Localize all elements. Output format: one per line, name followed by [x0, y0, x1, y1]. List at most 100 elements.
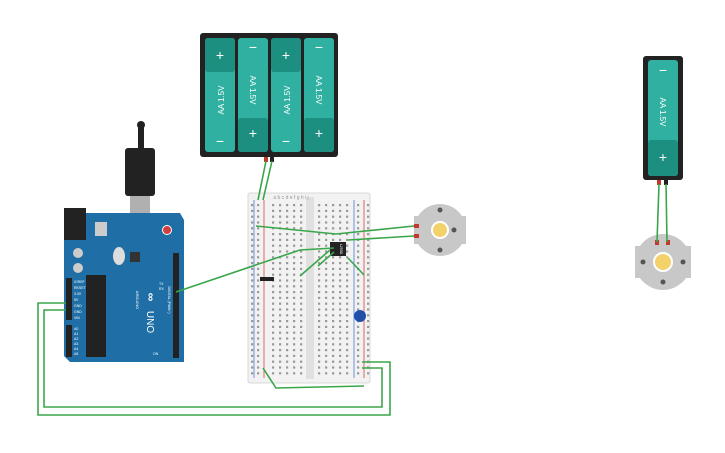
breadboard-hole — [251, 227, 254, 230]
breadboard-hole — [339, 273, 342, 276]
breadboard-hole — [257, 238, 260, 241]
breadboard-hole — [318, 314, 321, 317]
breadboard-hole — [272, 320, 275, 323]
breadboard-hole — [286, 343, 289, 346]
breadboard-hole — [286, 233, 289, 236]
battery-terminal-black[interactable] — [270, 157, 274, 162]
breadboard[interactable]: a b c d e f g h i j L293D — [247, 192, 371, 384]
wire-arduino-5v[interactable] — [37, 302, 391, 416]
breadboard-hole — [357, 308, 360, 311]
wire-breadboard[interactable] — [299, 249, 331, 277]
pin-label-a3: A3 — [74, 342, 78, 346]
pin-label-a1: A1 — [74, 332, 78, 336]
breadboard-hole — [339, 314, 342, 317]
analog-header[interactable] — [66, 325, 72, 357]
breadboard-hole — [293, 349, 296, 352]
breadboard-hole — [332, 360, 335, 363]
wire-breadboard-to-motor[interactable] — [255, 225, 415, 235]
battery-cell-label: AA 1.5V — [658, 98, 667, 128]
breadboard-hole — [293, 291, 296, 294]
breadboard-hole — [339, 360, 342, 363]
power-header[interactable] — [66, 278, 72, 320]
wire-breadboard-bottom[interactable] — [262, 367, 365, 389]
digital-header[interactable] — [173, 253, 179, 358]
wires[interactable] — [37, 160, 668, 416]
crystal — [113, 247, 125, 265]
battery-pack-4aa[interactable]: + − AA 1.5V − + AA 1.5V + − AA 1.5V − + … — [200, 33, 338, 162]
breadboard-hole — [286, 331, 289, 334]
breadboard-hole — [367, 250, 370, 253]
breadboard-hole — [300, 331, 303, 334]
breadboard-hole — [357, 360, 360, 363]
breadboard-hole — [357, 372, 360, 375]
breadboard-hole — [367, 285, 370, 288]
breadboard-hole — [279, 221, 282, 224]
breadboard-hole — [251, 204, 254, 207]
wire-battery-to-motor2[interactable] — [656, 183, 660, 243]
breadboard-hole — [279, 360, 282, 363]
breadboard-hole — [318, 221, 321, 224]
breadboard-hole — [325, 233, 328, 236]
breadboard-hole — [318, 244, 321, 247]
breadboard-hole — [332, 314, 335, 317]
motor-terminal-red[interactable] — [414, 234, 419, 238]
breadboard-hole — [300, 204, 303, 207]
breadboard-hole — [286, 337, 289, 340]
breadboard-hole — [367, 273, 370, 276]
breadboard-hole — [272, 204, 275, 207]
breadboard-hole — [367, 291, 370, 294]
battery-terminal-red[interactable] — [657, 180, 661, 185]
reset-button[interactable] — [162, 225, 172, 235]
breadboard-hole — [286, 366, 289, 369]
arduino-uno[interactable]: ∞ UNO ARDUINO DIGITAL (PWM~) TX RX ON IO… — [64, 121, 184, 362]
motor-terminal-red[interactable] — [666, 240, 670, 245]
battery-terminal-black[interactable] — [664, 180, 668, 185]
battery-single-aa[interactable]: − + AA 1.5V — [643, 56, 683, 185]
battery-plus-label: + — [315, 125, 323, 141]
wire-breadboard[interactable] — [347, 257, 365, 276]
breadboard-hole — [251, 325, 254, 328]
breadboard-hole — [279, 215, 282, 218]
wire-battery-to-breadboard[interactable] — [262, 160, 273, 201]
breadboard-hole — [272, 360, 275, 363]
breadboard-hole — [346, 256, 349, 259]
breadboard-hole — [279, 349, 282, 352]
breadboard-hole — [357, 244, 360, 247]
breadboard-hole — [318, 320, 321, 323]
breadboard-hole — [251, 233, 254, 236]
breadboard-hole — [325, 296, 328, 299]
breadboard-hole — [272, 349, 275, 352]
breadboard-hole — [339, 285, 342, 288]
dc-motor-2[interactable] — [635, 234, 691, 290]
wire-ic-to-motor[interactable] — [347, 235, 415, 241]
breadboard-hole — [300, 233, 303, 236]
breadboard-hole — [367, 233, 370, 236]
breadboard-hole — [286, 267, 289, 270]
breadboard-hole — [318, 209, 321, 212]
breadboard-component[interactable] — [260, 277, 274, 281]
breadboard-hole — [300, 343, 303, 346]
breadboard-hole — [367, 320, 370, 323]
capacitor[interactable] — [354, 310, 366, 322]
breadboard-hole — [300, 308, 303, 311]
breadboard-hole — [357, 262, 360, 265]
wire-arduino-to-ic[interactable] — [175, 247, 335, 293]
breadboard-hole — [318, 296, 321, 299]
wire-arduino-gnd[interactable] — [43, 309, 383, 408]
motor-terminal-red[interactable] — [655, 240, 659, 245]
battery-terminal-red[interactable] — [264, 157, 268, 162]
breadboard-hole — [293, 366, 296, 369]
breadboard-hole — [318, 331, 321, 334]
breadboard-hole — [367, 296, 370, 299]
wire-battery-to-motor2[interactable] — [665, 183, 668, 243]
wire-breadboard[interactable] — [317, 251, 335, 267]
wire-battery-to-breadboard[interactable] — [257, 160, 267, 201]
dc-motor-1[interactable] — [414, 204, 466, 256]
battery-cell-label: AA 1.5V — [217, 85, 226, 115]
breadboard-hole — [251, 314, 254, 317]
motor-terminal-red[interactable] — [414, 224, 419, 228]
usb-plug — [125, 148, 155, 196]
breadboard-hole — [251, 221, 254, 224]
breadboard-hole — [325, 337, 328, 340]
